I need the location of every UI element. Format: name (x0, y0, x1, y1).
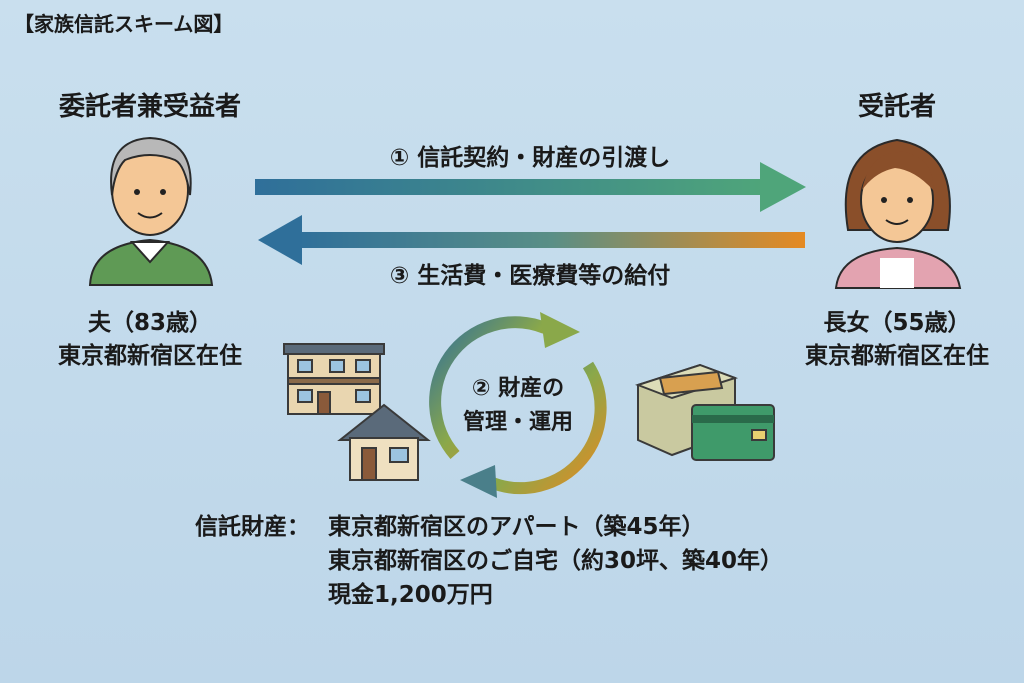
trust-property-item: 東京都新宿区のアパート（築45年） (328, 514, 705, 540)
step3-label: ③ 生活費・医療費等の給付 (389, 263, 671, 289)
daughter-avatar (834, 138, 962, 289)
trustee-residence: 東京都新宿区在住 (805, 343, 989, 369)
trust-property-item: 現金1,200万円 (328, 582, 493, 608)
step1-label: ① 信託契約・財産の引渡し (389, 145, 671, 171)
step2-label-line1: ② 財産の (471, 376, 565, 401)
trustee-role: 受託者 (857, 92, 937, 122)
diagram-title: 【家族信託スキーム図】 (14, 12, 234, 36)
trust-property-item: 東京都新宿区のご自宅（約30坪、築40年） (328, 548, 784, 574)
cycle-arrows (429, 312, 607, 498)
settlor-role: 委託者兼受益者 (58, 92, 242, 122)
trustee-name: 長女（55歳） (823, 310, 971, 336)
house-icon (337, 403, 431, 481)
settlor-name: 夫（83歳） (87, 310, 213, 336)
arrow-step3-left (258, 215, 805, 265)
trust-property-label: 信託財産： (195, 514, 310, 540)
elderly-man-avatar (88, 136, 214, 286)
apartment-icon (283, 343, 385, 415)
step2-label-line2: 管理・運用 (462, 410, 574, 435)
settlor-residence: 東京都新宿区在住 (58, 343, 242, 369)
arrow-step1-right (255, 162, 806, 212)
cash-and-card-icon (634, 363, 775, 461)
